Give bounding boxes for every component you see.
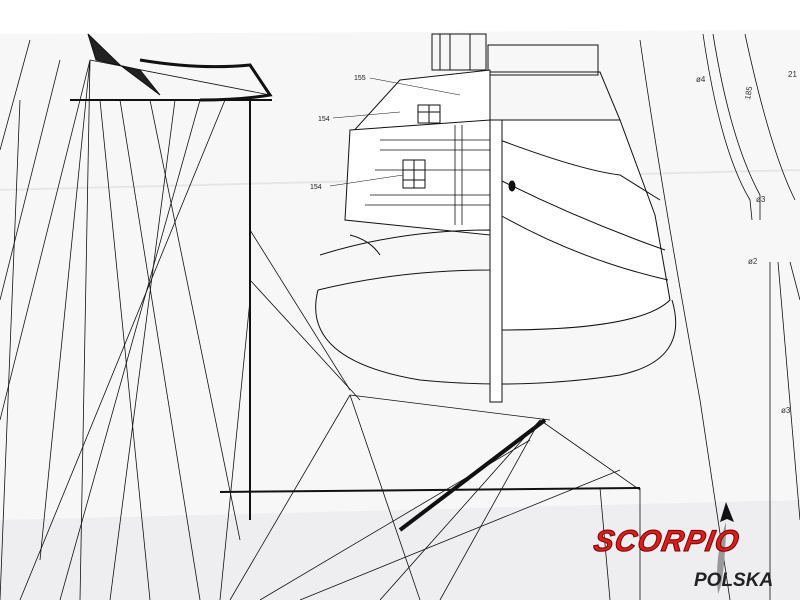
part-label: 154 <box>318 116 330 123</box>
part-label: 154 <box>310 184 322 191</box>
part-label-leaders <box>329 77 461 187</box>
dimension-label: ø3 <box>781 406 791 415</box>
mast-parts-right <box>639 33 800 600</box>
ship-stern <box>315 33 677 403</box>
dimension-label: ø2 <box>748 257 758 266</box>
dimension-label: ø4 <box>696 75 706 84</box>
rigging-left <box>0 33 641 600</box>
part-label: 155 <box>354 75 366 82</box>
arrow-hook-icon <box>717 502 734 594</box>
scorpio-polska-logo: SCORPIO POLSKA <box>586 502 796 598</box>
dimension-label: ø3 <box>756 195 766 204</box>
logo-brand: SCORPIO <box>591 525 743 559</box>
logo-subtitle: POLSKA <box>694 570 774 591</box>
dimension-label: 21 <box>788 70 797 79</box>
dimension-label: 185 <box>743 85 754 100</box>
